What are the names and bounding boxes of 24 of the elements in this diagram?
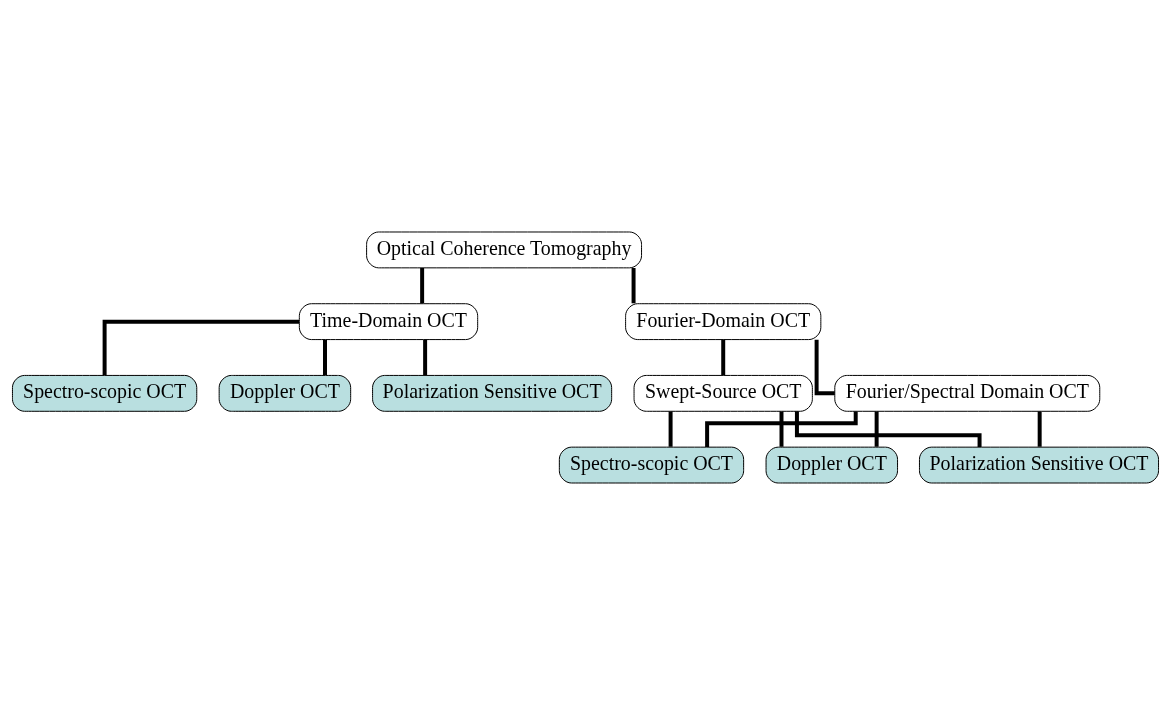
node-box: Polarization Sensitive OCT <box>372 374 613 412</box>
node-box: Fourier-Domain OCT <box>625 303 822 341</box>
node-box: Polarization Sensitive OCT <box>918 446 1160 484</box>
node-box: Optical Coherence Tomography <box>366 231 643 269</box>
connector <box>102 319 300 376</box>
node-box: Spectro-scopic OCT <box>558 446 745 484</box>
node-box: Fourier/Spectral Domain OCT <box>834 374 1101 412</box>
connector <box>423 339 428 375</box>
connector <box>794 411 982 447</box>
node-box: Doppler OCT <box>765 446 899 484</box>
connector <box>874 411 879 447</box>
node-box: Swept-Source OCT <box>633 374 813 412</box>
node-box: Spectro-scopic OCT <box>11 374 198 412</box>
node-box: Time-Domain OCT <box>298 303 479 341</box>
connector <box>779 411 784 447</box>
connector <box>814 339 835 396</box>
connector <box>721 339 726 375</box>
connector <box>705 411 858 448</box>
connector <box>668 411 673 447</box>
connector <box>1037 411 1042 447</box>
connector <box>631 268 636 304</box>
node-box: Doppler OCT <box>218 374 352 412</box>
connector <box>323 339 327 375</box>
connector <box>420 268 425 304</box>
